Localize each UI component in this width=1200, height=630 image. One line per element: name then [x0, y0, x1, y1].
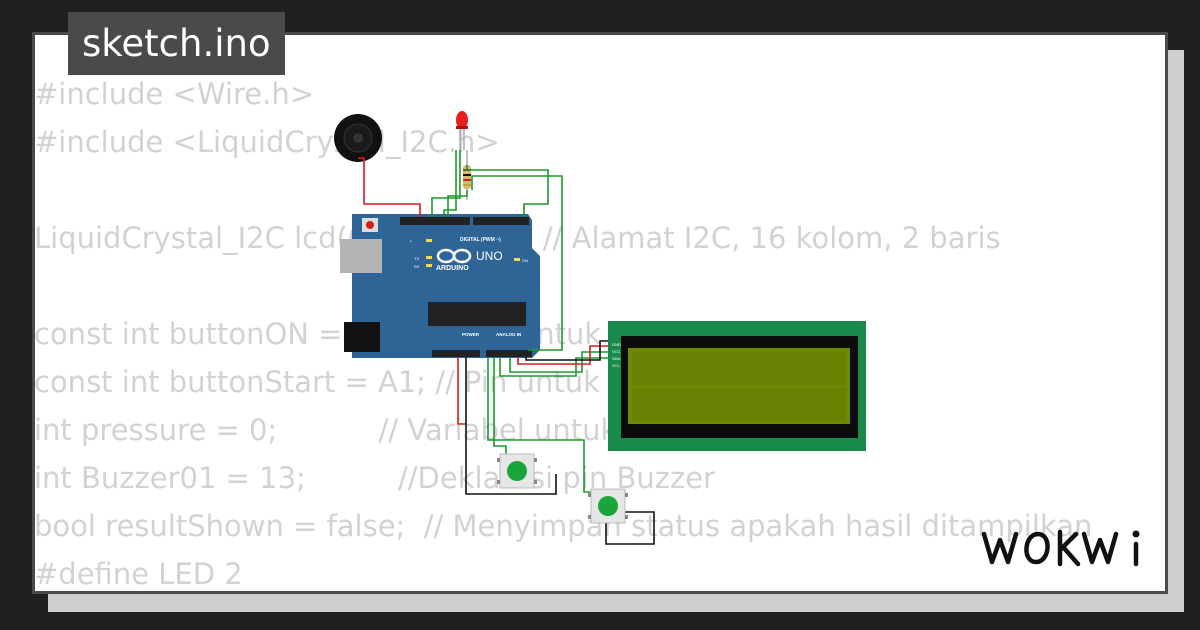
lcd-display[interactable]: GND VCC SDA SCL	[608, 321, 866, 451]
digital-header-left	[400, 217, 470, 225]
analog-header	[486, 350, 532, 357]
analog-label: ANALOG IN	[496, 332, 521, 337]
digital-label: DIGITAL (PWM ~)	[460, 237, 501, 243]
usb-port	[340, 239, 382, 273]
lcd-pin-label: GND	[612, 342, 621, 347]
code-line: #include <Wire.h>	[34, 77, 315, 111]
power-label: POWER	[462, 332, 480, 337]
code-line: #define LED 2	[34, 557, 243, 591]
led-l-label: L	[410, 238, 413, 243]
red-led[interactable]	[456, 111, 468, 150]
code-line: bool resultShown = false; // Menyimpan s…	[34, 509, 1093, 543]
lcd-pin-label: SCL	[612, 363, 621, 368]
file-name-tag: sketch.ino	[68, 12, 285, 75]
led-tx-label: TX	[414, 256, 419, 261]
arduino-logo-icon	[436, 248, 472, 264]
power-header	[432, 350, 480, 357]
push-button-on[interactable]	[497, 453, 537, 489]
atmega-chip	[428, 302, 526, 326]
power-jack	[344, 322, 380, 352]
arduino-model: UNO	[476, 249, 503, 263]
arduino-uno-board[interactable]: ARDUINO UNO DIGITAL (PWM ~) POWER ANALOG…	[340, 214, 540, 358]
digital-header-right	[473, 217, 529, 225]
lcd-pin-label: SDA	[612, 356, 621, 361]
led-on-label: ON	[522, 258, 528, 263]
wokwi-logo	[981, 529, 1140, 567]
push-button-start[interactable]	[588, 488, 628, 524]
led-rx-label: RX	[414, 264, 420, 269]
arduino-brand: ARDUINO	[436, 265, 469, 272]
wires	[358, 150, 655, 545]
buzzer[interactable]	[334, 114, 382, 162]
lcd-pin-label: VCC	[612, 349, 621, 354]
